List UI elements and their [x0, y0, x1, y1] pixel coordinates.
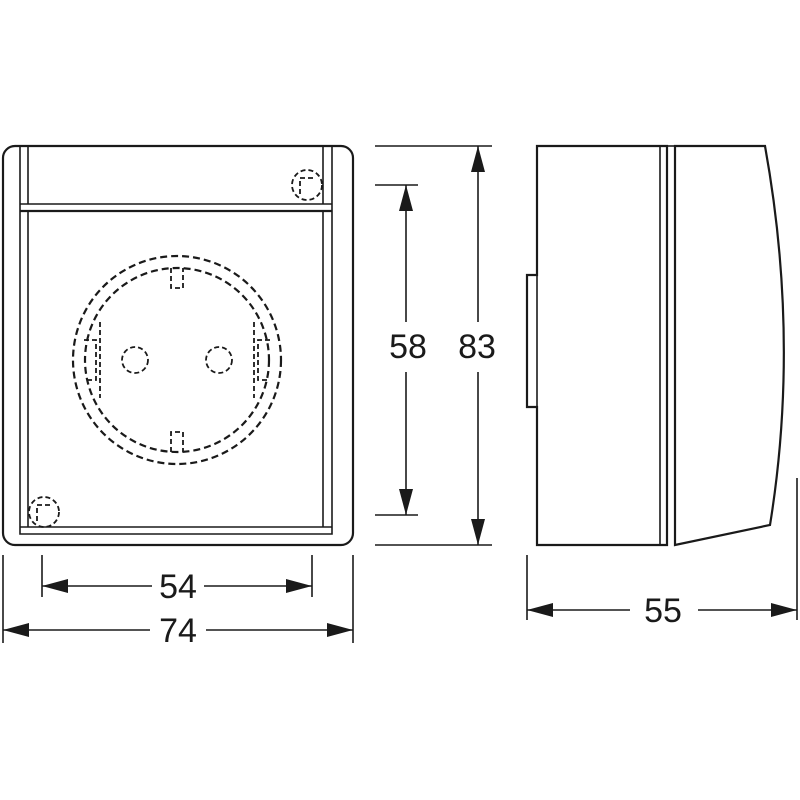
dimension-83-label: 83 [458, 328, 496, 366]
dimension-58: 58 [389, 185, 427, 515]
socket-inner-ring [83, 266, 271, 454]
dimension-58-label: 58 [389, 328, 427, 366]
side-view [525, 144, 785, 547]
dimension-54-label: 54 [159, 568, 197, 606]
front-view [1, 144, 355, 547]
socket-earth-clip-bottom [170, 431, 184, 452]
height-dimensions: 58 83 [375, 145, 496, 546]
socket-side-slot-right [257, 339, 270, 381]
socket-outer-ring [71, 254, 283, 466]
dimension-83: 83 [458, 146, 496, 545]
dimension-55-label: 55 [644, 592, 682, 630]
socket-side-slot-left [84, 339, 97, 381]
socket-pin-hole-right [205, 346, 233, 374]
front-outer-frame [1, 144, 355, 547]
depth-dimension: 55 [526, 478, 798, 630]
dimension-74-label: 74 [159, 612, 197, 650]
dimension-74: 74 [3, 612, 353, 650]
screw-top-right [291, 169, 323, 201]
dimension-54: 54 [42, 568, 312, 606]
side-lid [673, 144, 785, 547]
width-dimensions: 54 74 [2, 555, 354, 650]
side-base-body [525, 144, 669, 547]
screw-bottom-left [28, 496, 60, 528]
front-inner-frame [19, 146, 333, 535]
socket-earth-clip-top [170, 268, 184, 289]
dimension-55: 55 [527, 592, 797, 630]
socket-pin-hole-left [121, 346, 149, 374]
socket-outline [71, 254, 283, 466]
